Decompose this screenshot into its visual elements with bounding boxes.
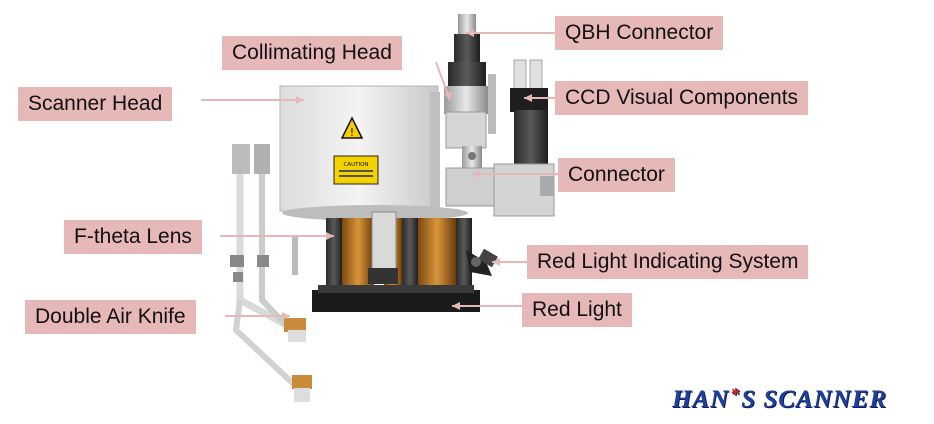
arrow-connector [472, 170, 480, 178]
label-collimating-head: Collimating Head [222, 36, 402, 70]
arrow-ccd [524, 94, 532, 102]
label-ccd-visual-components: CCD Visual Components [555, 81, 809, 115]
arrow-f-theta [326, 232, 334, 240]
svg-text:!: ! [350, 126, 354, 139]
label-f-theta-lens: F-theta Lens [64, 220, 202, 254]
arrow-red-light-indicating [492, 258, 500, 266]
arrow-red-light [452, 302, 460, 310]
arrow-collimating [444, 92, 452, 100]
label-double-air-knife: Double Air Knife [25, 300, 196, 334]
label-red-light-indicating-system: Red Light Indicating System [527, 245, 809, 279]
brand-text-left: HAN [672, 386, 730, 413]
collimating-column [444, 14, 496, 207]
label-scanner-head: Scanner Head [18, 87, 173, 121]
f-theta-lens-assembly [312, 211, 480, 312]
warning-label-text: CAUTION [343, 162, 368, 168]
hans-scanner-logo: HAN*S SCANNER [672, 384, 887, 414]
arrow-qbh [466, 29, 474, 37]
arrow-scanner [296, 96, 304, 104]
brand-star: * [730, 384, 741, 404]
label-qbh-connector: QBH Connector [555, 16, 724, 50]
ccd-visual-components [493, 59, 555, 217]
brand-text-right: S SCANNER [741, 386, 888, 413]
air-knife-tubes [230, 144, 312, 402]
label-red-light: Red Light [522, 293, 632, 327]
label-connector: Connector [558, 158, 675, 192]
arrow-air-knife [282, 312, 290, 320]
